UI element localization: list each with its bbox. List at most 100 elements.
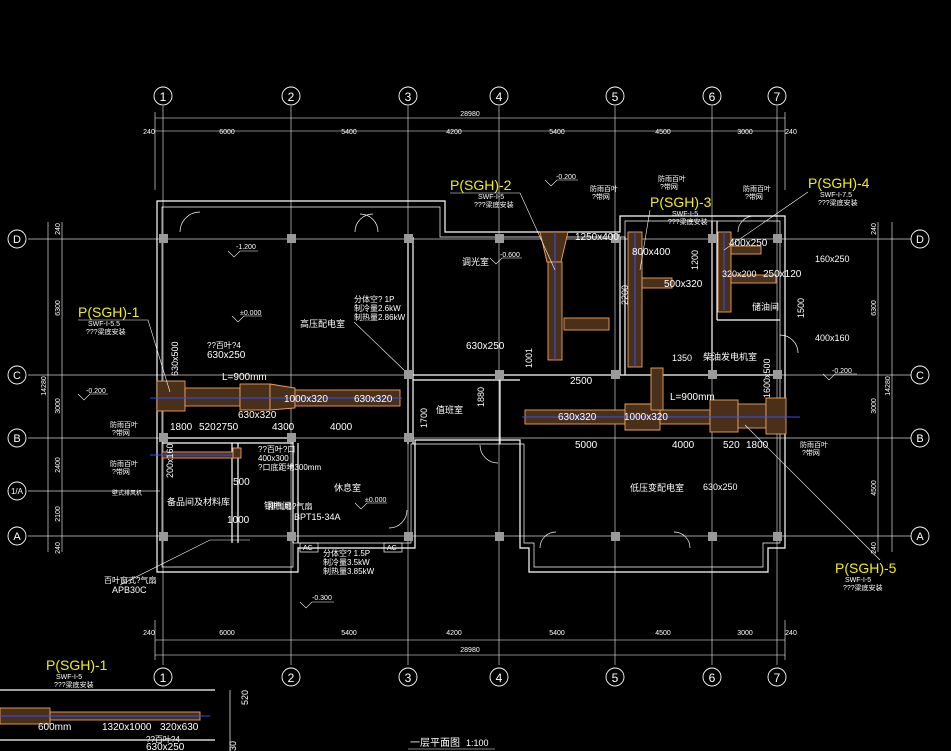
ductwork [150,231,800,459]
total-left: 14280 [41,376,48,396]
duct-label-d26: 1000x320 [624,412,668,423]
duct-label-d41: 1200 [690,250,700,270]
axis-left-A: A [13,531,21,543]
fan-spec-1a: SWF-Ⅰ-5.5 [88,321,120,328]
duct-label-d19: 500x320 [664,279,703,290]
dimension-chain-left: 14280 240 6300 3000 2400 2100 240 [41,222,63,554]
louver-top1-a: 防雨百叶 [590,184,618,193]
dim-top-4: 5400 [549,129,565,136]
louver-top3-a: 防雨百叶 [743,184,771,193]
duct-label-d31: 4000 [672,440,695,451]
duct-label-d3: ??百叶?4 [207,341,241,350]
detail-d7: 30 [228,741,238,751]
louver-right-b: ?带网 [802,449,820,457]
fan-tags: P(SGH)-1 SWF-Ⅰ-5.5 ???梁底安装 P(SGH)-2 SWF-… [78,175,897,592]
elev-2: -0.600 [500,252,520,259]
duct-label-d2: 630x250 [207,350,246,361]
axis-bottom-7: 7 [774,671,781,685]
ac1-type: 分体空? 1P [354,294,394,304]
duct-label-d39: 1001 [524,348,534,368]
duct-label-d29: 630x250 [703,482,738,492]
axis-top-7: 7 [774,90,781,104]
fan-spec-4a: SWF-Ⅰ-7.5 [820,192,852,199]
ac2-heat: 制热量3.85kW [323,566,375,576]
detail-d4: 630x250 [146,742,185,751]
axis-top-3: 3 [405,90,412,104]
ac-box-1: AC [303,545,313,552]
axis-top-6: 6 [709,90,716,104]
dim-left-0: 240 [55,223,62,235]
fan-spec-3b: ???梁底安装 [668,217,708,226]
dim-left-4: 2100 [55,506,62,522]
dim-right-1: 6300 [871,300,878,316]
exhaust-note: 壁式排风机 [112,489,142,497]
elev-4: -0.200 [832,368,852,375]
louver-top3-b: ?带网 [745,193,763,201]
structural-columns [159,234,782,541]
fan-spec-6a: SWF-Ⅰ-5 [56,674,82,681]
fan-tag-2: P(SGH)-2 [450,177,512,193]
duct-label-d35: 500 [233,477,250,488]
duct-label-d7: 630x320 [238,410,277,421]
dim-left-3: 2400 [55,457,62,473]
axis-bottom-2: 2 [288,671,295,685]
axis-top-2: 2 [288,90,295,104]
elev-6: -0.300 [312,595,332,602]
duct-label-d18: 800x400 [632,247,671,258]
axis-top-5: 5 [612,90,619,104]
room-lv: 低压变配电室 [630,482,684,493]
detail-d2: 320x630 [160,722,199,733]
axis-right-B: B [916,433,923,445]
elev-0: -1.200 [236,244,256,251]
duct-label-d6: 630x320 [354,394,393,405]
axis-bubbles-left: D C B 1/A A [7,229,27,546]
ac2-cool: 制冷量3.5kW [323,557,370,567]
duct-label-d25: 2500 [570,376,593,387]
dim-right-0: 240 [871,223,878,235]
ac1-heat: 制热量2.86kW [354,312,406,322]
fan-box-model: BPT15-34A [294,512,341,522]
detail-d1: 1320x1000 [102,722,152,733]
duct-label-d28: L=900mm [670,392,715,403]
axis-bottom-6: 6 [709,671,716,685]
duct-label-d17: 1250x400 [575,232,619,243]
louver-top1-b: ?带网 [592,193,610,201]
duct-label-d11: 4300 [272,422,295,433]
louver-left-a: 防雨百叶 [110,420,138,429]
fan-spec-2b: ???梁底安装 [474,200,514,209]
room-hv: 高压配电室 [300,318,345,329]
dim-bottom-7: 240 [785,630,797,637]
axis-bottom-4: 4 [496,671,503,685]
axis-left-1A: 1/A [11,487,24,496]
duct-label-d43: 1500 [796,298,806,318]
axis-top-1: 1 [160,90,167,104]
dim-left-1: 6300 [55,300,62,316]
louver-left2-a: 防雨百叶 [110,459,138,468]
dim-right-3: 4500 [871,480,878,496]
ac1-cool: 制冷量2.6kW [354,303,401,313]
fan-spec-1b: ???梁底安装 [86,327,126,336]
fan-spec-3a: SWF-Ⅰ-5 [672,211,698,218]
dim-top-5: 4500 [655,129,671,136]
duct-label-d38: 1880 [476,387,486,407]
axis-bubbles-bottom: 1 2 3 4 5 6 7 [153,667,787,687]
duct-label-d37: 1700 [419,408,429,428]
duct-label-d14: ??百叶?口 [258,445,295,454]
duct-label-d15: 400x300 [258,454,289,463]
room-diesel: 柴油发电机室 [703,351,757,362]
dim-top-1: 6000 [219,129,235,136]
louver-top2-b: ?带网 [660,183,678,191]
duct-label-d24: 2200 [620,285,630,305]
total-right: 14280 [885,376,892,396]
duct-label-d36: 1000 [227,515,250,526]
ac-unit-notes: 分体空? 1P 制冷量2.6kW 制热量2.86kW 分体空? 1.5P 制冷量… [299,294,406,576]
dim-right-4: 240 [871,542,878,554]
duct-label-d44: 1350 [672,353,692,363]
duct-label-d33: 1800 [746,440,769,451]
duct-label-d5: 1000x320 [284,394,328,405]
axis-top-4: 4 [496,90,503,104]
duct-label-d42: 320x200 [722,269,757,279]
duct-label-d13: 200x160 [165,443,175,478]
axis-bottom-3: 3 [405,671,412,685]
dim-bottom-4: 5400 [549,630,565,637]
